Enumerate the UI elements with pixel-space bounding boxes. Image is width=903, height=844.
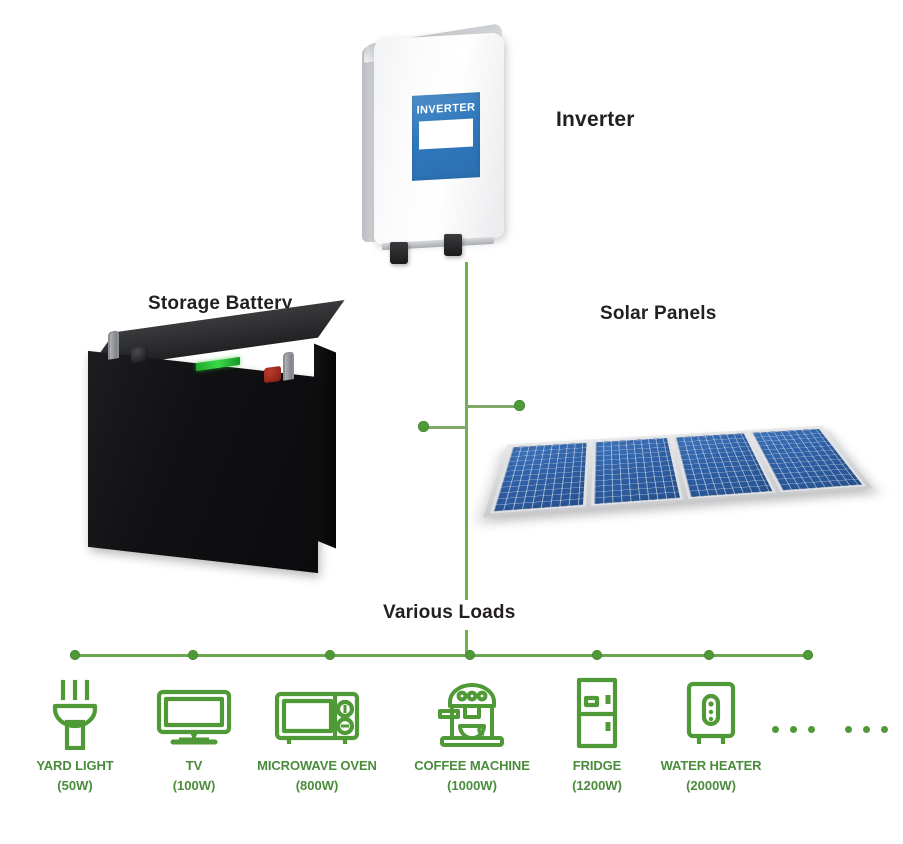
- inverter-device: INVERTER: [352, 23, 552, 268]
- solar-panel-module: [489, 441, 589, 514]
- bus-dot: [465, 650, 475, 660]
- solar-panels-label: Solar Panels: [600, 303, 717, 324]
- bus-dot: [188, 650, 198, 660]
- fridge-icon: [527, 676, 667, 750]
- loads-bus-line: [75, 654, 809, 657]
- ellipsis-dot: [845, 726, 852, 733]
- coffee-machine-icon: [402, 676, 542, 750]
- ellipsis-dot: [881, 726, 888, 733]
- load-item-coffee-machine: COFFEE MACHINE (1000W): [402, 676, 542, 792]
- various-loads-label: Various Loads: [383, 602, 516, 623]
- yard-light-icon: [5, 676, 145, 750]
- loads-row: YARD LIGHT (50W) TV (100W): [0, 676, 903, 816]
- bus-dot: [803, 650, 813, 660]
- solar-panels-device: [483, 352, 890, 522]
- bus-dot: [70, 650, 80, 660]
- battery-branch-wire: [424, 426, 467, 429]
- battery-front-face: [88, 350, 318, 574]
- ellipsis-dot: [863, 726, 870, 733]
- bus-dot: [325, 650, 335, 660]
- battery-negative-terminal: [131, 345, 148, 364]
- ellipsis-dot: [772, 726, 779, 733]
- load-item-tv: TV (100W): [124, 676, 264, 792]
- load-power: (2000W): [686, 778, 736, 793]
- main-trunk-wire: [465, 262, 468, 600]
- more-loads-ellipsis: [772, 726, 888, 733]
- solar-panel-module: [590, 436, 683, 507]
- microwave-oven-icon: [247, 676, 387, 750]
- bus-dot: [592, 650, 602, 660]
- inverter-connector-left: [390, 242, 408, 264]
- storage-battery-label: Storage Battery: [148, 293, 293, 314]
- load-item-yard-light: YARD LIGHT (50W): [5, 676, 145, 792]
- inverter-label: Inverter: [556, 108, 635, 131]
- battery-handle-right: [283, 351, 294, 381]
- load-name: FRIDGE: [572, 758, 622, 773]
- load-item-water-heater: WATER HEATER (2000W): [641, 676, 781, 792]
- load-name: COFFEE MACHINE: [414, 758, 530, 773]
- inverter-display-window: [419, 118, 473, 150]
- battery-handle-left: [108, 330, 119, 360]
- load-name: TV: [185, 758, 203, 773]
- load-power: (50W): [57, 778, 93, 793]
- ellipsis-dot: [790, 726, 797, 733]
- load-item-fridge: FRIDGE (1200W): [527, 676, 667, 792]
- solar-array: [483, 425, 873, 517]
- battery-positive-terminal: [264, 365, 281, 384]
- load-name: WATER HEATER: [660, 758, 762, 773]
- solar-branch-wire: [465, 405, 521, 408]
- storage-battery-device: [78, 299, 368, 580]
- load-name: YARD LIGHT: [36, 758, 114, 773]
- load-power: (1200W): [572, 778, 622, 793]
- solar-connection-dot: [514, 400, 525, 411]
- tv-icon: [124, 676, 264, 750]
- load-power: (800W): [295, 778, 339, 793]
- inverter-connector-right: [444, 234, 462, 256]
- inverter-blue-panel: INVERTER: [412, 92, 480, 181]
- ellipsis-dot: [808, 726, 815, 733]
- load-power: (100W): [172, 778, 216, 793]
- inverter-brand-text: INVERTER: [416, 101, 476, 117]
- load-name: MICROWAVE OVEN: [257, 758, 377, 773]
- water-heater-icon: [641, 676, 781, 750]
- battery-connection-dot: [418, 421, 429, 432]
- bus-dot: [704, 650, 714, 660]
- loads-drop-wire: [465, 630, 468, 656]
- load-power: (1000W): [447, 778, 497, 793]
- load-item-microwave-oven: MICROWAVE OVEN (800W): [247, 676, 387, 792]
